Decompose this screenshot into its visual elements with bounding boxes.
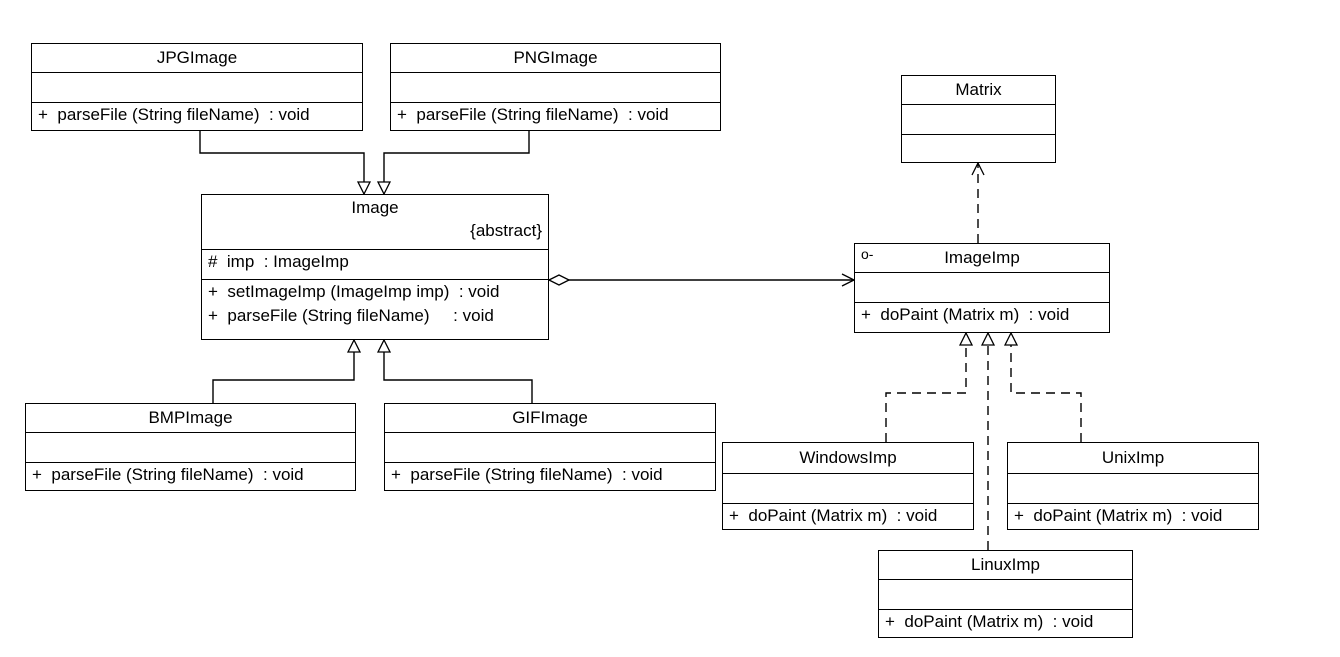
operation: + parseFile (String fileName) : void [38, 105, 310, 124]
class-uniximp: UnixImp + doPaint (Matrix m) : void [1007, 442, 1259, 530]
png-generalization-line [384, 131, 530, 194]
class-name: o- ImageImp [855, 244, 1109, 272]
operation: + parseFile (String fileName) : void [32, 465, 304, 484]
operation: + parseFile (String fileName) : void [397, 105, 669, 124]
class-name: LinuxImp [971, 555, 1040, 574]
attributes-section [385, 432, 715, 462]
windows-realization-line [885, 333, 966, 442]
operation: + parseFile (String fileName) : void [208, 306, 494, 325]
interface-icon: o- [861, 246, 874, 262]
operations-section [902, 134, 1055, 162]
operations-section: + parseFile (String fileName) : void [385, 462, 715, 490]
operations-section: + parseFile (String fileName) : void [32, 102, 362, 130]
bmp-generalization-line [212, 340, 354, 403]
attributes-section [879, 579, 1132, 609]
attributes-section [32, 72, 362, 102]
class-stereotype: {abstract} [470, 221, 542, 240]
class-pngimage: PNGImage + parseFile (String fileName) :… [390, 43, 721, 131]
class-name: WindowsImp [799, 448, 897, 467]
operations-section: + doPaint (Matrix m) : void [855, 302, 1109, 332]
class-name: Image [351, 198, 399, 217]
operation: + setImageImp (ImageImp imp) : void [208, 282, 500, 301]
operations-section: + doPaint (Matrix m) : void [879, 609, 1132, 637]
class-name: BMPImage [148, 408, 233, 427]
unix-realization-line [1011, 333, 1082, 442]
class-name: JPGImage [156, 48, 238, 67]
class-matrix: Matrix [901, 75, 1056, 163]
operation: + doPaint (Matrix m) : void [729, 506, 938, 525]
attributes-section: # imp : ImageImp [202, 249, 548, 279]
operation: + doPaint (Matrix m) : void [1014, 506, 1223, 525]
attributes-section [902, 104, 1055, 134]
operations-section: + doPaint (Matrix m) : void [1008, 503, 1258, 529]
operations-section: + parseFile (String fileName) : void [26, 462, 355, 490]
operations-section: + doPaint (Matrix m) : void [723, 503, 973, 529]
operations-section: + parseFile (String fileName) : void [391, 102, 720, 130]
class-name: Matrix [955, 80, 1002, 99]
class-name: PNGImage [513, 48, 598, 67]
operation: + doPaint (Matrix m) : void [861, 305, 1070, 324]
gif-generalization-line [384, 340, 533, 403]
class-image: Image {abstract} # imp : ImageImp + setI… [201, 194, 549, 340]
class-bmpimage: BMPImage + parseFile (String fileName) :… [25, 403, 356, 491]
attributes-section [391, 72, 720, 102]
operation: + parseFile (String fileName) : void [391, 465, 663, 484]
class-gifimage: GIFImage + parseFile (String fileName) :… [384, 403, 716, 491]
operations-section: + setImageImp (ImageImp imp) : void + pa… [202, 279, 548, 339]
operation: + doPaint (Matrix m) : void [885, 612, 1094, 631]
class-name: UnixImp [1101, 448, 1165, 467]
attributes-section [855, 272, 1109, 302]
attributes-section [1008, 473, 1258, 503]
jpg-generalization-line [199, 131, 364, 194]
attributes-section [723, 473, 973, 503]
attributes-section [26, 432, 355, 462]
attribute: # imp : ImageImp [208, 252, 349, 271]
class-jpgimage: JPGImage + parseFile (String fileName) :… [31, 43, 363, 131]
class-name-text: ImageImp [944, 248, 1020, 267]
class-windowsimp: WindowsImp + doPaint (Matrix m) : void [722, 442, 974, 530]
class-linuximp: LinuxImp + doPaint (Matrix m) : void [878, 550, 1133, 638]
class-name: GIFImage [512, 408, 588, 427]
class-imageimp: o- ImageImp + doPaint (Matrix m) : void [854, 243, 1110, 333]
